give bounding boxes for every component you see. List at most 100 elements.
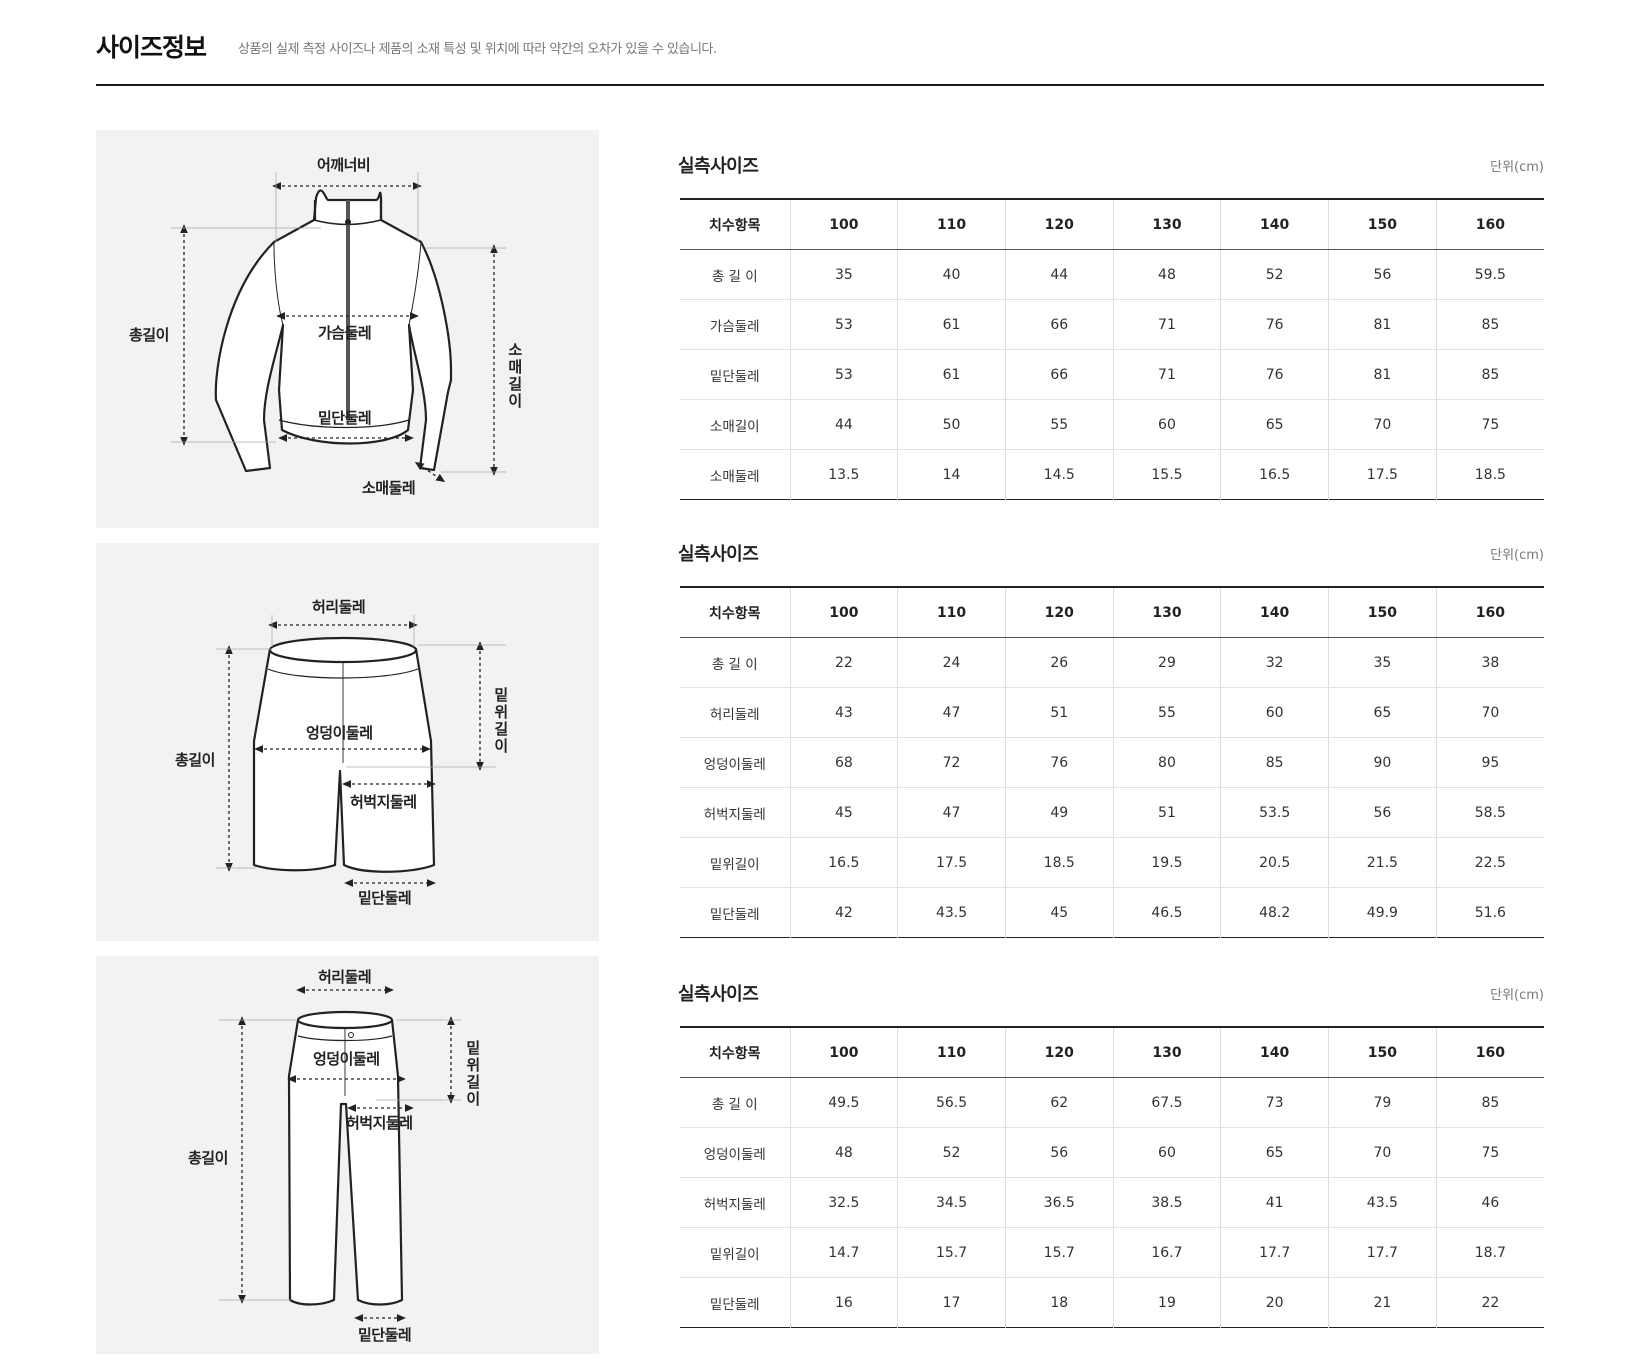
column-header-size: 160 (1436, 199, 1544, 250)
table-cell: 49.5 (790, 1077, 899, 1128)
table-cell: 73 (1220, 1077, 1330, 1128)
table-cell: 65 (1220, 399, 1330, 450)
table-cell: 56 (1328, 787, 1437, 838)
table-cell: 20.5 (1220, 837, 1330, 888)
table-cell: 19 (1113, 1277, 1222, 1328)
table-cell: 22.5 (1436, 837, 1544, 888)
column-header-size: 100 (790, 587, 899, 638)
table-cell: 60 (1113, 1127, 1222, 1178)
table-title: 실측사이즈 (678, 984, 759, 1005)
row-header-cell: 가슴둘레 (680, 299, 791, 350)
table-cell: 14 (897, 449, 1006, 500)
pants-illustration (219, 986, 461, 1322)
column-header-size: 160 (1436, 1027, 1544, 1078)
table-cell: 76 (1220, 349, 1330, 400)
table-unit: 단위(cm) (1490, 548, 1544, 563)
table-cell: 45 (790, 787, 899, 838)
table-cell: 71 (1113, 299, 1222, 350)
column-header-size: 100 (790, 199, 899, 250)
table-cell: 13.5 (790, 449, 899, 500)
table-cell: 32.5 (790, 1177, 899, 1228)
table-cell: 32 (1220, 637, 1330, 688)
table-cell: 56 (1005, 1127, 1114, 1178)
table-cell: 21.5 (1328, 837, 1437, 888)
column-header-size: 120 (1005, 199, 1114, 250)
total-length-label: 총길이 (188, 1149, 228, 1167)
size-info-header: 사이즈정보 상품의 실제 측정 사이즈나 제품의 소재 특성 및 위치에 따라 … (96, 22, 1544, 86)
table-cell: 16.7 (1113, 1227, 1222, 1278)
waist-label: 허리둘레 (312, 598, 366, 616)
row-header-cell: 밑단둘레 (680, 1277, 791, 1328)
table-cell: 65 (1328, 687, 1437, 738)
table-cell: 17.7 (1220, 1227, 1330, 1278)
table-cell: 76 (1220, 299, 1330, 350)
column-header-item: 치수항목 (680, 587, 791, 638)
page-subtitle: 상품의 실제 측정 사이즈나 제품의 소재 특성 및 위치에 따라 약간의 오차… (238, 42, 717, 57)
table-cell: 53 (790, 299, 899, 350)
shorts-diagram: 허리둘레 총길이 밑위 길이 엉덩이둘레 허벅지둘레 밑단둘레 (96, 543, 599, 941)
table-cell: 14.7 (790, 1227, 899, 1278)
table-cell: 65 (1220, 1127, 1330, 1178)
table-cell: 53.5 (1220, 787, 1330, 838)
sleeve-length-label: 소매 길이 (508, 341, 522, 410)
rise-label: 밑위 길이 (466, 1039, 480, 1108)
row-header-cell: 허리둘레 (680, 687, 791, 738)
table-cell: 26 (1005, 637, 1114, 688)
table-cell: 35 (790, 249, 899, 300)
column-header-size: 120 (1005, 1027, 1114, 1078)
table-cell: 41 (1220, 1177, 1330, 1228)
table-cell: 60 (1113, 399, 1222, 450)
column-header-size: 130 (1113, 1027, 1222, 1078)
table-cell: 49.9 (1328, 887, 1437, 938)
table-cell: 34.5 (897, 1177, 1006, 1228)
column-header-size: 140 (1220, 587, 1330, 638)
table-cell: 48.2 (1220, 887, 1330, 938)
table-cell: 15.5 (1113, 449, 1222, 500)
thigh-label: 허벅지둘레 (350, 793, 417, 811)
table-cell: 55 (1113, 687, 1222, 738)
thigh-label: 허벅지둘레 (346, 1114, 413, 1132)
row-header-cell: 엉덩이둘레 (680, 1127, 791, 1178)
table-cell: 18.5 (1474, 466, 1506, 483)
row-header-cell: 총 길 이 (680, 249, 791, 300)
row-header-cell: 총 길 이 (680, 637, 791, 688)
table-cell: 81 (1328, 299, 1437, 350)
table-cell: 47 (897, 687, 1006, 738)
row-header-cell: 엉덩이둘레 (680, 737, 791, 788)
total-length-label: 총길이 (175, 751, 215, 769)
table-cell: 44 (790, 399, 899, 450)
table-cell: 95 (1436, 737, 1544, 788)
table-unit: 단위(cm) (1490, 160, 1544, 175)
column-header-item: 치수항목 (680, 199, 791, 250)
column-header-size: 110 (897, 587, 1006, 638)
table-cell: 35 (1328, 637, 1437, 688)
column-header-size: 130 (1113, 199, 1222, 250)
table-cell: 18.7 (1436, 1227, 1544, 1278)
table-cell: 16.5 (1220, 449, 1330, 500)
table-cell: 45 (1005, 887, 1114, 938)
table-cell: 16 (790, 1277, 899, 1328)
row-header-cell: 허벅지둘레 (680, 1177, 791, 1228)
column-header-size: 130 (1113, 587, 1222, 638)
row-header-cell: 허벅지둘레 (680, 787, 791, 838)
column-header-size: 110 (897, 199, 1006, 250)
table-cell: 43 (790, 687, 899, 738)
row-header-cell: 밑단둘레 (680, 349, 791, 400)
table-cell: 67.5 (1113, 1077, 1222, 1128)
table-cell: 62 (1005, 1077, 1114, 1128)
table-cell: 52 (1220, 249, 1330, 300)
table-cell: 90 (1328, 737, 1437, 788)
top-garment-illustration (171, 172, 506, 483)
